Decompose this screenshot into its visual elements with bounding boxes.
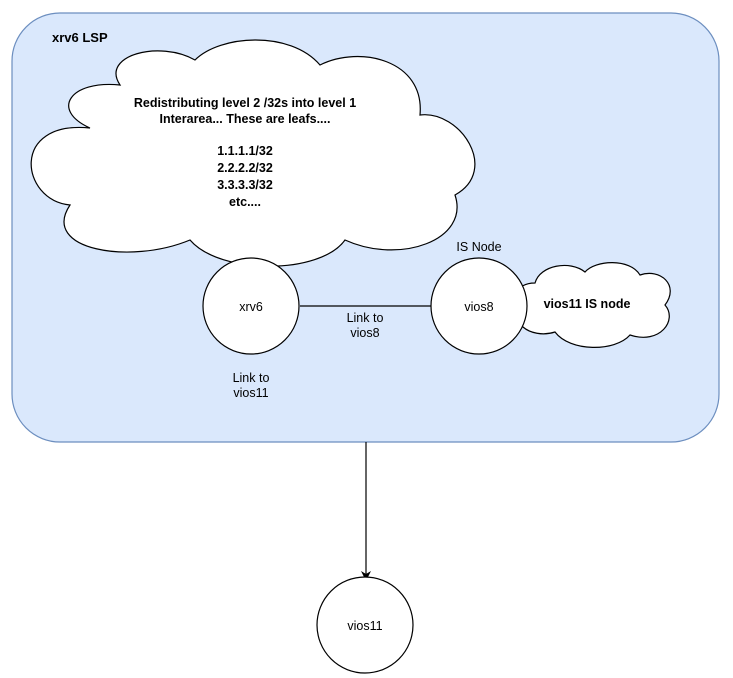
link-vios11-note-1: Link to [233,371,270,385]
node-xrv6-label: xrv6 [239,300,263,314]
cloud-line-1: Redistributing level 2 /32s into level 1 [134,96,356,110]
node-vios8-label: vios8 [464,300,493,314]
node-vios11-label: vios11 [347,619,382,633]
cloud-line-6: etc.... [229,195,261,209]
edge-xrv6-vios8-label-1: Link to [347,311,384,325]
small-cloud-label: vios11 IS node [544,297,631,311]
edge-xrv6-vios8-label-2: vios8 [350,326,379,340]
cloud-line-4: 2.2.2.2/32 [217,161,273,175]
main-cloud-shape[interactable] [30,39,476,267]
cloud-line-3: 1.1.1.1/32 [217,144,273,158]
cloud-line-2: Interarea... These are leafs.... [160,112,331,126]
link-vios11-note-2: vios11 [233,386,268,400]
container-title: xrv6 LSP [52,30,108,45]
node-vios8-caption: IS Node [456,240,501,254]
cloud-line-5: 3.3.3.3/32 [217,178,273,192]
node-vios11[interactable] [316,576,414,674]
node-vios8[interactable] [430,257,528,355]
node-xrv6[interactable] [202,257,300,355]
